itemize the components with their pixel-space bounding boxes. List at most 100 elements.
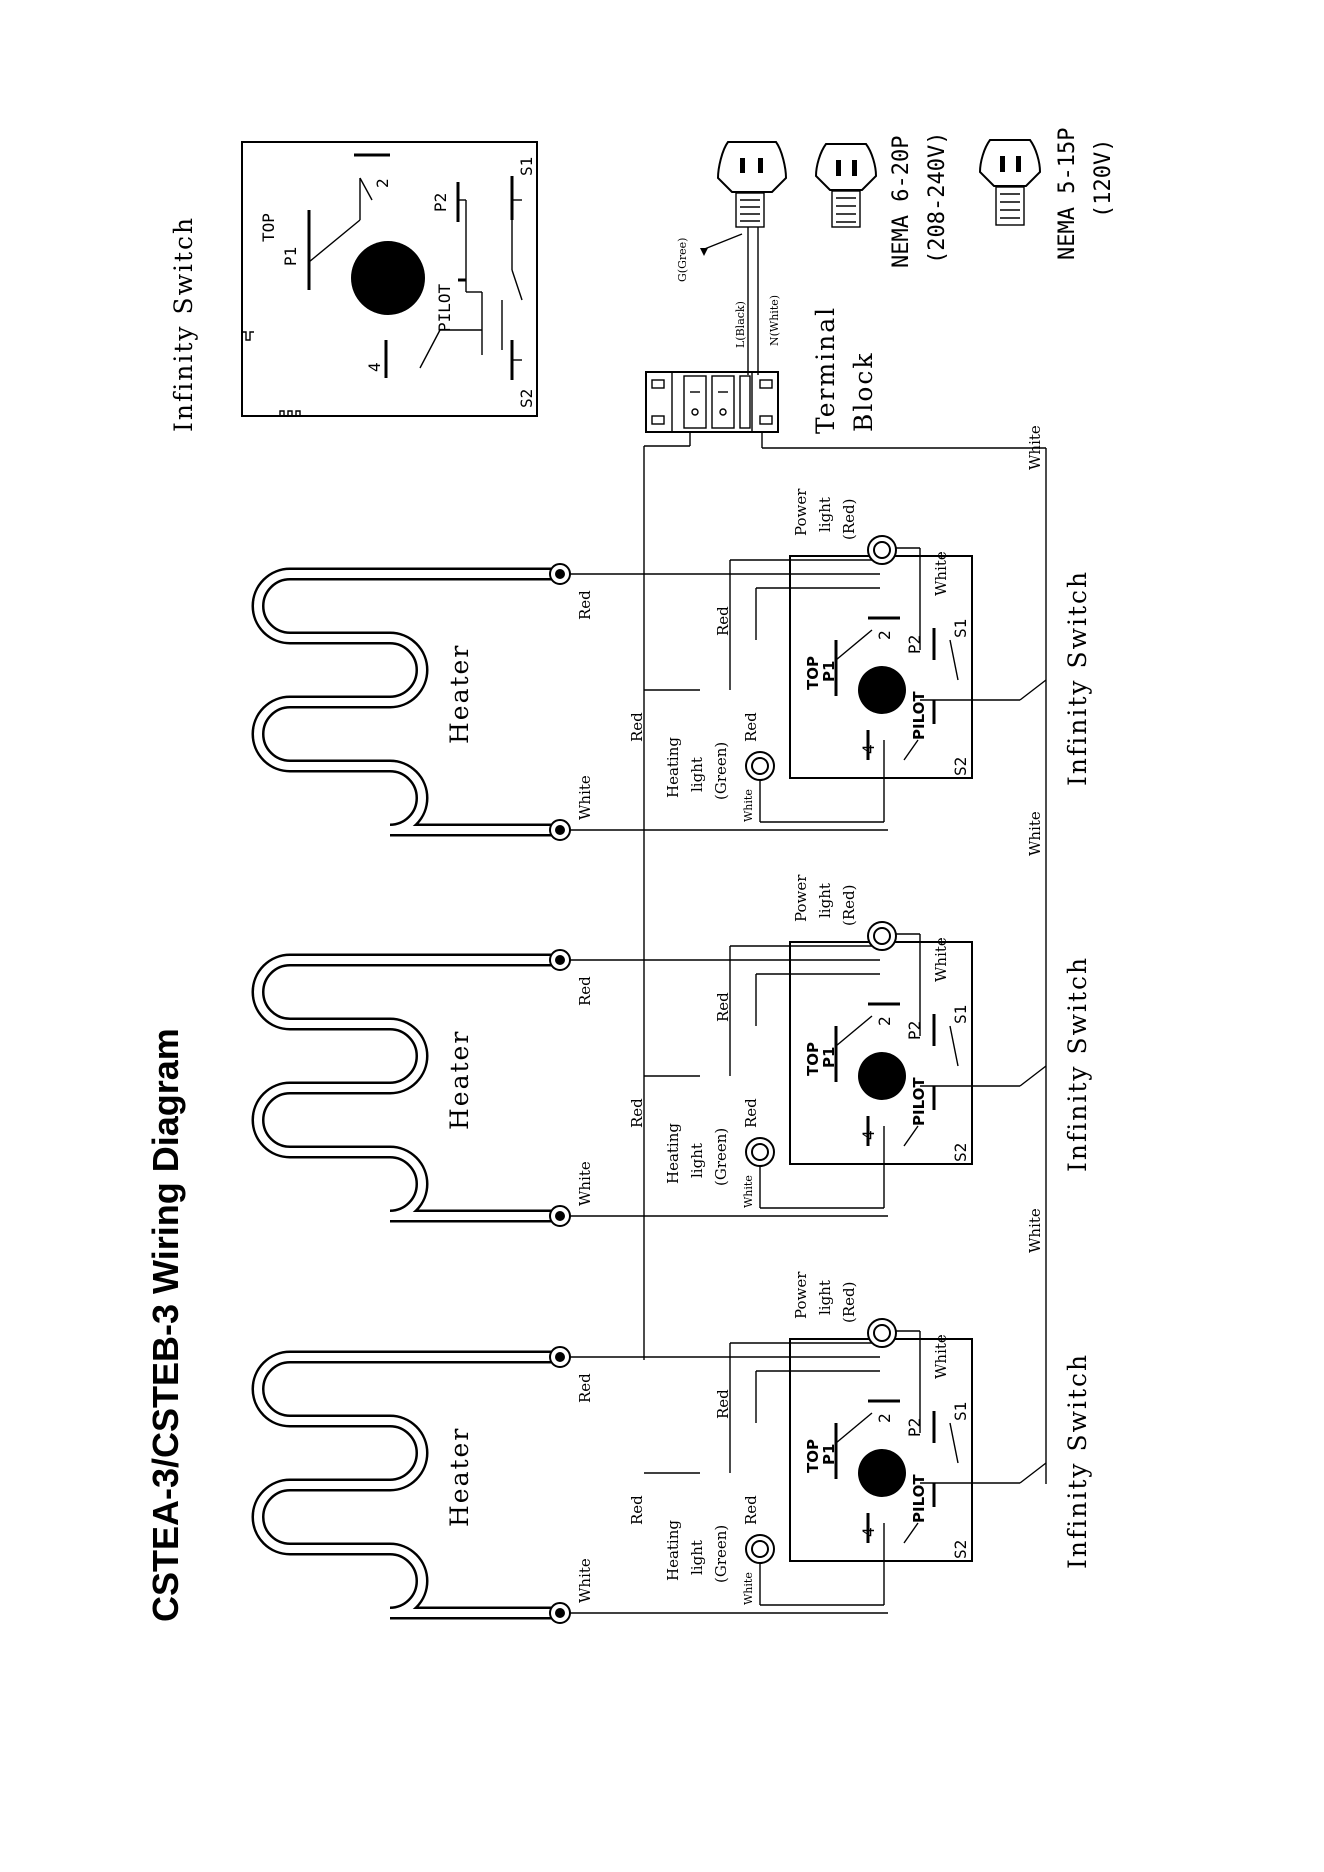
- neutral-white-label: White: [1026, 425, 1044, 470]
- terminal-block-label-1: Terminal: [811, 306, 840, 434]
- heater-white-label: White: [576, 1558, 594, 1603]
- heater-white-label: White: [576, 775, 594, 820]
- power-light-white-label: White: [932, 1334, 950, 1379]
- infinity-switch-caption: Infinity Switch: [1063, 1353, 1092, 1569]
- neutral-white-label: White: [1026, 1208, 1044, 1253]
- switch-detail: Infinity Switch TOP P1 2 P2 PILOT 4: [169, 141, 538, 432]
- heater-red-label: Red: [576, 1373, 594, 1403]
- switch-pilot-label: PILOT: [910, 1077, 928, 1126]
- switch-detail-pilot: PILOT: [435, 283, 454, 332]
- heater-red-label: Red: [576, 590, 594, 620]
- heater-red-label: Red: [576, 976, 594, 1006]
- power-light-white-label: White: [932, 551, 950, 596]
- switch-top-label: TOP: [804, 656, 822, 690]
- heater-label: Heater: [445, 1427, 474, 1527]
- supply: G(Gree) L(Black) N(White) NEMA 6-20P (20…: [643, 128, 1116, 1484]
- power-light-label-1: Power: [792, 874, 810, 922]
- heating-light-label-3: (Green): [712, 1525, 730, 1583]
- terminal-block: Terminal Block: [645, 306, 878, 434]
- switch-top-label: TOP: [804, 1042, 822, 1076]
- cord-plug-icon: [716, 141, 788, 193]
- power-light-label-2: light: [816, 497, 834, 532]
- switch-2-label: 2: [875, 1016, 894, 1026]
- bus-red-label: Red: [628, 1098, 646, 1128]
- heating-light-label-1: Heating: [664, 1520, 682, 1581]
- nema-5-15p-voltage: (120V): [1091, 139, 1116, 218]
- power-light-white-label: White: [932, 937, 950, 982]
- heating-light-white-label: White: [742, 1572, 755, 1605]
- heating-light-label-1: Heating: [664, 1123, 682, 1184]
- nema-5-15p-label: NEMA 5-15P: [1055, 128, 1080, 260]
- switch-p1-label: P1: [820, 1047, 838, 1068]
- switch-2-label: 2: [875, 630, 894, 640]
- heater-label: Heater: [445, 644, 474, 744]
- heating-light-label-3: (Green): [712, 1128, 730, 1186]
- switch-p2-label: P2: [905, 635, 924, 654]
- heating-light-white-label: White: [742, 789, 755, 822]
- nema-6-20p-label: NEMA 6-20P: [889, 136, 914, 268]
- switch-detail-top: TOP: [259, 213, 278, 242]
- heating-light-white-label: White: [742, 1175, 755, 1208]
- switch-top-label: TOP: [804, 1439, 822, 1473]
- switch-red-label: Red: [714, 606, 732, 636]
- heating-light-label-2: light: [688, 1540, 706, 1575]
- nema-6-20p-plug-icon: [814, 143, 878, 191]
- heating-light-label-2: light: [688, 1143, 706, 1178]
- diagram-title: CSTEA-3/CSTEB-3 Wiring Diagram: [145, 1028, 186, 1622]
- switch-detail-frame: [241, 141, 538, 417]
- infinity-switch-knob: [858, 666, 906, 714]
- switch-s1-label: S1: [951, 619, 970, 638]
- switch-p2-label: P2: [905, 1418, 924, 1437]
- switch-s2-label: S2: [951, 1143, 970, 1162]
- switch-detail-knob: [351, 241, 425, 315]
- switch-detail-s1: S1: [517, 157, 536, 176]
- heating-light-label-1: Heating: [664, 737, 682, 798]
- switch-p2-label: P2: [905, 1021, 924, 1040]
- ground-label: G(Gree): [676, 238, 689, 282]
- switch-pilot-label: PILOT: [910, 691, 928, 740]
- power-light-label-2: light: [816, 883, 834, 918]
- switch-detail-s2: S2: [517, 389, 536, 408]
- infinity-switch-caption: Infinity Switch: [1063, 956, 1092, 1172]
- neutral-white-label: White: [1026, 811, 1044, 856]
- bus-red-label: Red: [628, 712, 646, 742]
- switch-4-label: 4: [859, 744, 878, 754]
- power-light-label-1: Power: [792, 1271, 810, 1319]
- switch-detail-notch-bottom: [279, 410, 301, 417]
- heating-light-label-2: light: [688, 757, 706, 792]
- heater-label: Heater: [445, 1030, 474, 1130]
- switch-detail-p1: P1: [281, 247, 300, 266]
- heating-light-red-label: Red: [742, 1495, 760, 1525]
- switch-s1-label: S1: [951, 1402, 970, 1421]
- terminal-block-label-2: Block: [849, 351, 878, 432]
- nema-6-20p-voltage: (208-240V): [925, 132, 950, 264]
- switch-4-label: 4: [859, 1527, 878, 1537]
- neutral-label: N(White): [768, 295, 781, 346]
- switch-s2-label: S2: [951, 757, 970, 776]
- power-light-label-1: Power: [792, 488, 810, 536]
- bus-red-label: Red: [628, 1495, 646, 1525]
- heating-light-label-3: (Green): [712, 742, 730, 800]
- switch-4-label: 4: [859, 1130, 878, 1140]
- power-light-label-3: (Red): [840, 1282, 858, 1323]
- power-light-label-3: (Red): [840, 885, 858, 926]
- infinity-switch-knob: [858, 1052, 906, 1100]
- switch-s2-label: S2: [951, 1540, 970, 1559]
- switch-detail-caption: Infinity Switch: [169, 216, 198, 432]
- switch-red-label: Red: [714, 992, 732, 1022]
- switch-detail-2: 2: [373, 178, 392, 188]
- power-light-label-2: light: [816, 1280, 834, 1315]
- heating-light-red-label: Red: [742, 1098, 760, 1128]
- power-light-label-3: (Red): [840, 499, 858, 540]
- switch-red-label: Red: [714, 1389, 732, 1419]
- switch-detail-p2: P2: [431, 193, 450, 212]
- switch-p1-label: P1: [820, 1444, 838, 1465]
- heating-light-red-label: Red: [742, 712, 760, 742]
- switch-pilot-label: PILOT: [910, 1474, 928, 1523]
- switch-detail-4: 4: [365, 362, 384, 372]
